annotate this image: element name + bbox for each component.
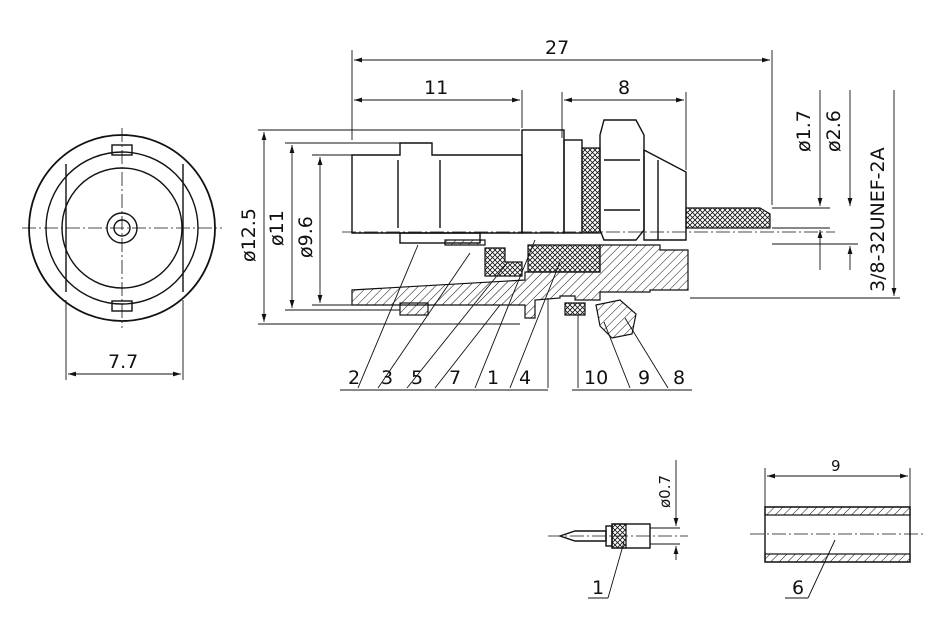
- dimension-nut-length: 8: [618, 77, 630, 99]
- part-label-5: 5: [411, 367, 423, 389]
- sleeve-detail: 9 6: [750, 457, 925, 599]
- part-label-3: 3: [381, 367, 393, 389]
- part-label-10: 10: [584, 367, 608, 389]
- part-label-8: 8: [673, 367, 685, 389]
- part-label-7: 7: [449, 367, 461, 389]
- contact-pin-detail: ø0.7 1: [548, 460, 688, 599]
- dimension-overall-length: 27: [545, 37, 569, 59]
- dimension-thread: 3/8-32UNEF-2A: [867, 147, 889, 292]
- contact-detail-label: 1: [592, 577, 604, 599]
- front-view: 7.7: [22, 128, 222, 380]
- part-label-4: 4: [519, 367, 531, 389]
- dimension-sleeve-length: 9: [831, 457, 841, 475]
- sleeve-detail-label: 6: [792, 577, 804, 599]
- dimension-pin-diameter: ø1.7: [793, 110, 815, 152]
- dimension-flat-width: 7.7: [108, 351, 138, 373]
- dimension-diameter-9-6: ø9.6: [295, 216, 317, 258]
- part-label-1: 1: [487, 367, 499, 389]
- dimension-outer-diameter: ø12.5: [238, 208, 260, 262]
- dimension-body-length: 11: [424, 77, 448, 99]
- dimension-pin-shoulder-diameter: ø2.6: [823, 110, 845, 152]
- side-section-view: 27 11 8 ø12.5 ø11 ø9.6 ø1.7 ø2.: [238, 37, 900, 391]
- part-label-2: 2: [348, 367, 360, 389]
- dimension-diameter-11: ø11: [266, 210, 288, 246]
- part-label-9: 9: [638, 367, 650, 389]
- dimension-contact-wire-diameter: ø0.7: [656, 475, 674, 508]
